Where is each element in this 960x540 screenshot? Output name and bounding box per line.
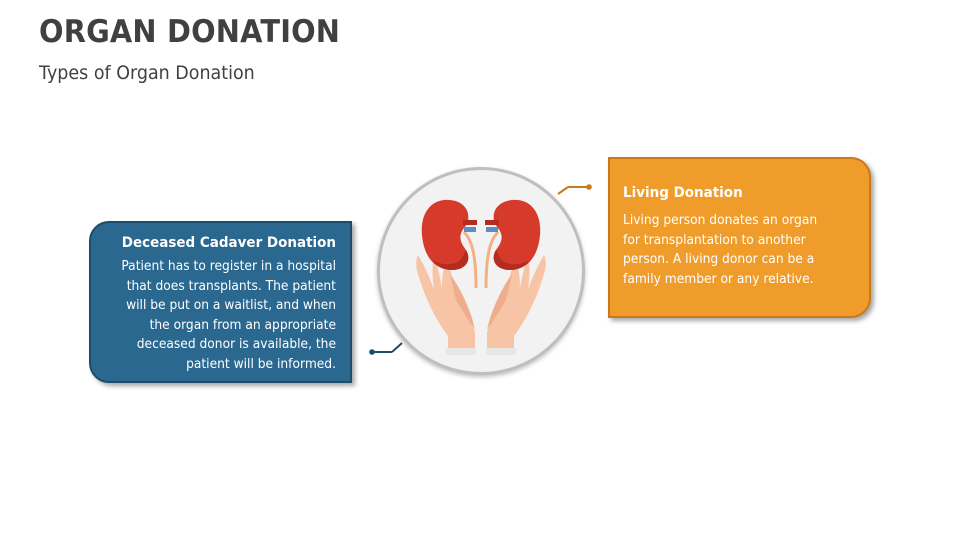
left-hand-icon xyxy=(416,255,476,355)
body-line: Living person donates an organ xyxy=(623,213,818,228)
ureter-icon xyxy=(462,230,500,289)
deceased-donation-heading: Deceased Cadaver Donation xyxy=(121,235,337,251)
right-hand-icon xyxy=(486,255,546,355)
right-connector xyxy=(557,184,592,195)
body-line: person. A living donor can be a xyxy=(623,252,815,267)
body-line: deceased donor is available, the xyxy=(136,337,336,352)
living-donation-card: Living Donation Living person donates an… xyxy=(608,157,871,318)
kidneys-in-hands-icon xyxy=(416,199,546,355)
body-line: family member or any relative. xyxy=(623,271,814,287)
body-line: for transplantation to another xyxy=(623,232,806,248)
center-icon-circle xyxy=(377,167,585,375)
deceased-donation-card: Deceased Cadaver Donation Patient has to… xyxy=(89,221,352,383)
slide-subtitle: Types of Organ Donation xyxy=(39,62,255,84)
left-kidney-icon xyxy=(421,199,477,270)
deceased-donation-body: Patient has to register in a hospital th… xyxy=(117,257,336,374)
body-line: Patient has to register in a hospital xyxy=(121,259,337,274)
right-kidney-icon xyxy=(485,199,541,270)
living-donation-body: Living person donates an organ for trans… xyxy=(623,211,842,289)
body-line: will be put on a waitlist, and when xyxy=(126,298,336,313)
living-donation-heading: Living Donation xyxy=(623,185,743,201)
body-line: patient will be informed. xyxy=(186,356,336,372)
body-line: the organ from an appropriate xyxy=(149,317,336,333)
left-connector xyxy=(369,342,403,355)
slide-title: ORGAN DONATION xyxy=(39,14,341,50)
body-line: that does transplants. The patient xyxy=(126,278,336,294)
